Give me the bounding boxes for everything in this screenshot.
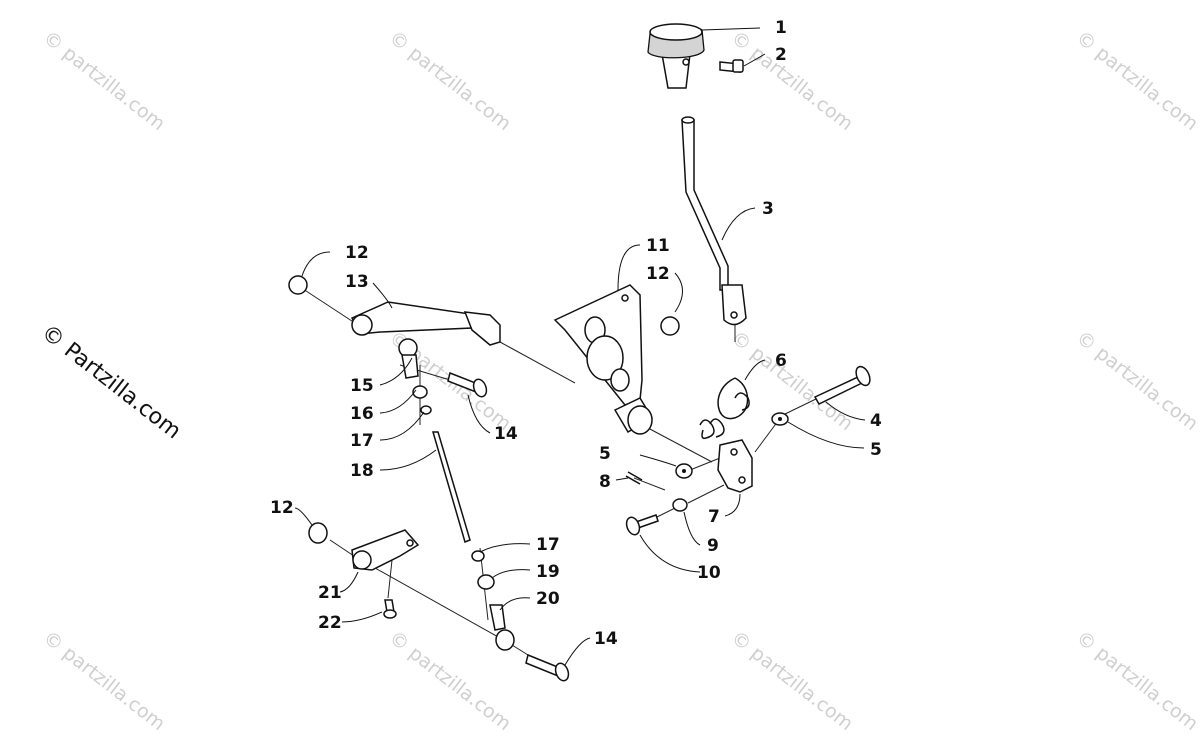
callout-17a: 17: [350, 431, 374, 451]
copyright-label: © Partzilla.com: [36, 320, 185, 444]
watermark-text: © partzilla.com: [727, 27, 857, 136]
callout-4: 4: [870, 411, 882, 431]
callout-15: 15: [350, 376, 374, 396]
callout-2: 2: [775, 45, 787, 65]
cap-screws: [447, 371, 570, 682]
callout-19: 19: [536, 562, 560, 582]
flange-nuts: [288, 275, 680, 544]
lower-screw: [383, 599, 397, 619]
shift-knob: [647, 23, 705, 89]
callout-8: 8: [599, 472, 611, 492]
callout-1: 1: [775, 18, 787, 38]
washers: [675, 412, 789, 479]
shift-bracket: [717, 439, 753, 493]
callout-17b: 17: [536, 535, 560, 555]
leader-lines: [294, 27, 866, 666]
callout-7: 7: [708, 507, 720, 527]
callout-12c: 12: [270, 498, 294, 518]
callout-11: 11: [646, 236, 670, 256]
callout-5a: 5: [599, 444, 611, 464]
callout-22: 22: [318, 613, 342, 633]
mounting-plate: [553, 284, 654, 435]
pivot-bolt: [813, 365, 871, 405]
shift-lever: [681, 116, 747, 326]
watermark-text: © partzilla.com: [727, 627, 857, 736]
watermark-text: © partzilla.com: [39, 27, 169, 136]
lower-rod-hardware: [471, 550, 515, 651]
set-screw: [719, 59, 744, 73]
cotter-pin: [625, 471, 643, 485]
callout-14a: 14: [494, 424, 518, 444]
watermark-text: © partzilla.com: [1072, 27, 1200, 136]
callout-18: 18: [350, 461, 374, 481]
rod-end-upper: [398, 338, 419, 379]
callout-20: 20: [536, 589, 560, 609]
shift-arm-lower: [351, 529, 420, 571]
callout-9: 9: [707, 536, 719, 556]
return-spring: [699, 377, 750, 440]
callout-12b: 12: [646, 264, 670, 284]
callout-16: 16: [350, 404, 374, 424]
callout-3: 3: [762, 199, 774, 219]
nut-and-bolt: [625, 498, 688, 536]
watermark-text: © partzilla.com: [385, 27, 515, 136]
shift-arm-upper: [350, 301, 501, 346]
watermark-text: © partzilla.com: [727, 327, 857, 436]
callout-10: 10: [697, 563, 721, 583]
threaded-rod: [432, 431, 471, 544]
callout-14b: 14: [594, 629, 618, 649]
callout-13: 13: [345, 272, 369, 292]
callout-6: 6: [775, 351, 787, 371]
callout-12a: 12: [345, 243, 369, 263]
watermark-text: © partzilla.com: [1072, 627, 1200, 736]
watermark-text: © partzilla.com: [1072, 327, 1200, 436]
callout-21: 21: [318, 583, 342, 603]
watermark-text: © partzilla.com: [39, 627, 169, 736]
callout-5b: 5: [870, 440, 882, 460]
callouts: 1 2 3 4 5 5 6 7 8 9 10 11 12 12 12 13 14…: [270, 18, 882, 649]
